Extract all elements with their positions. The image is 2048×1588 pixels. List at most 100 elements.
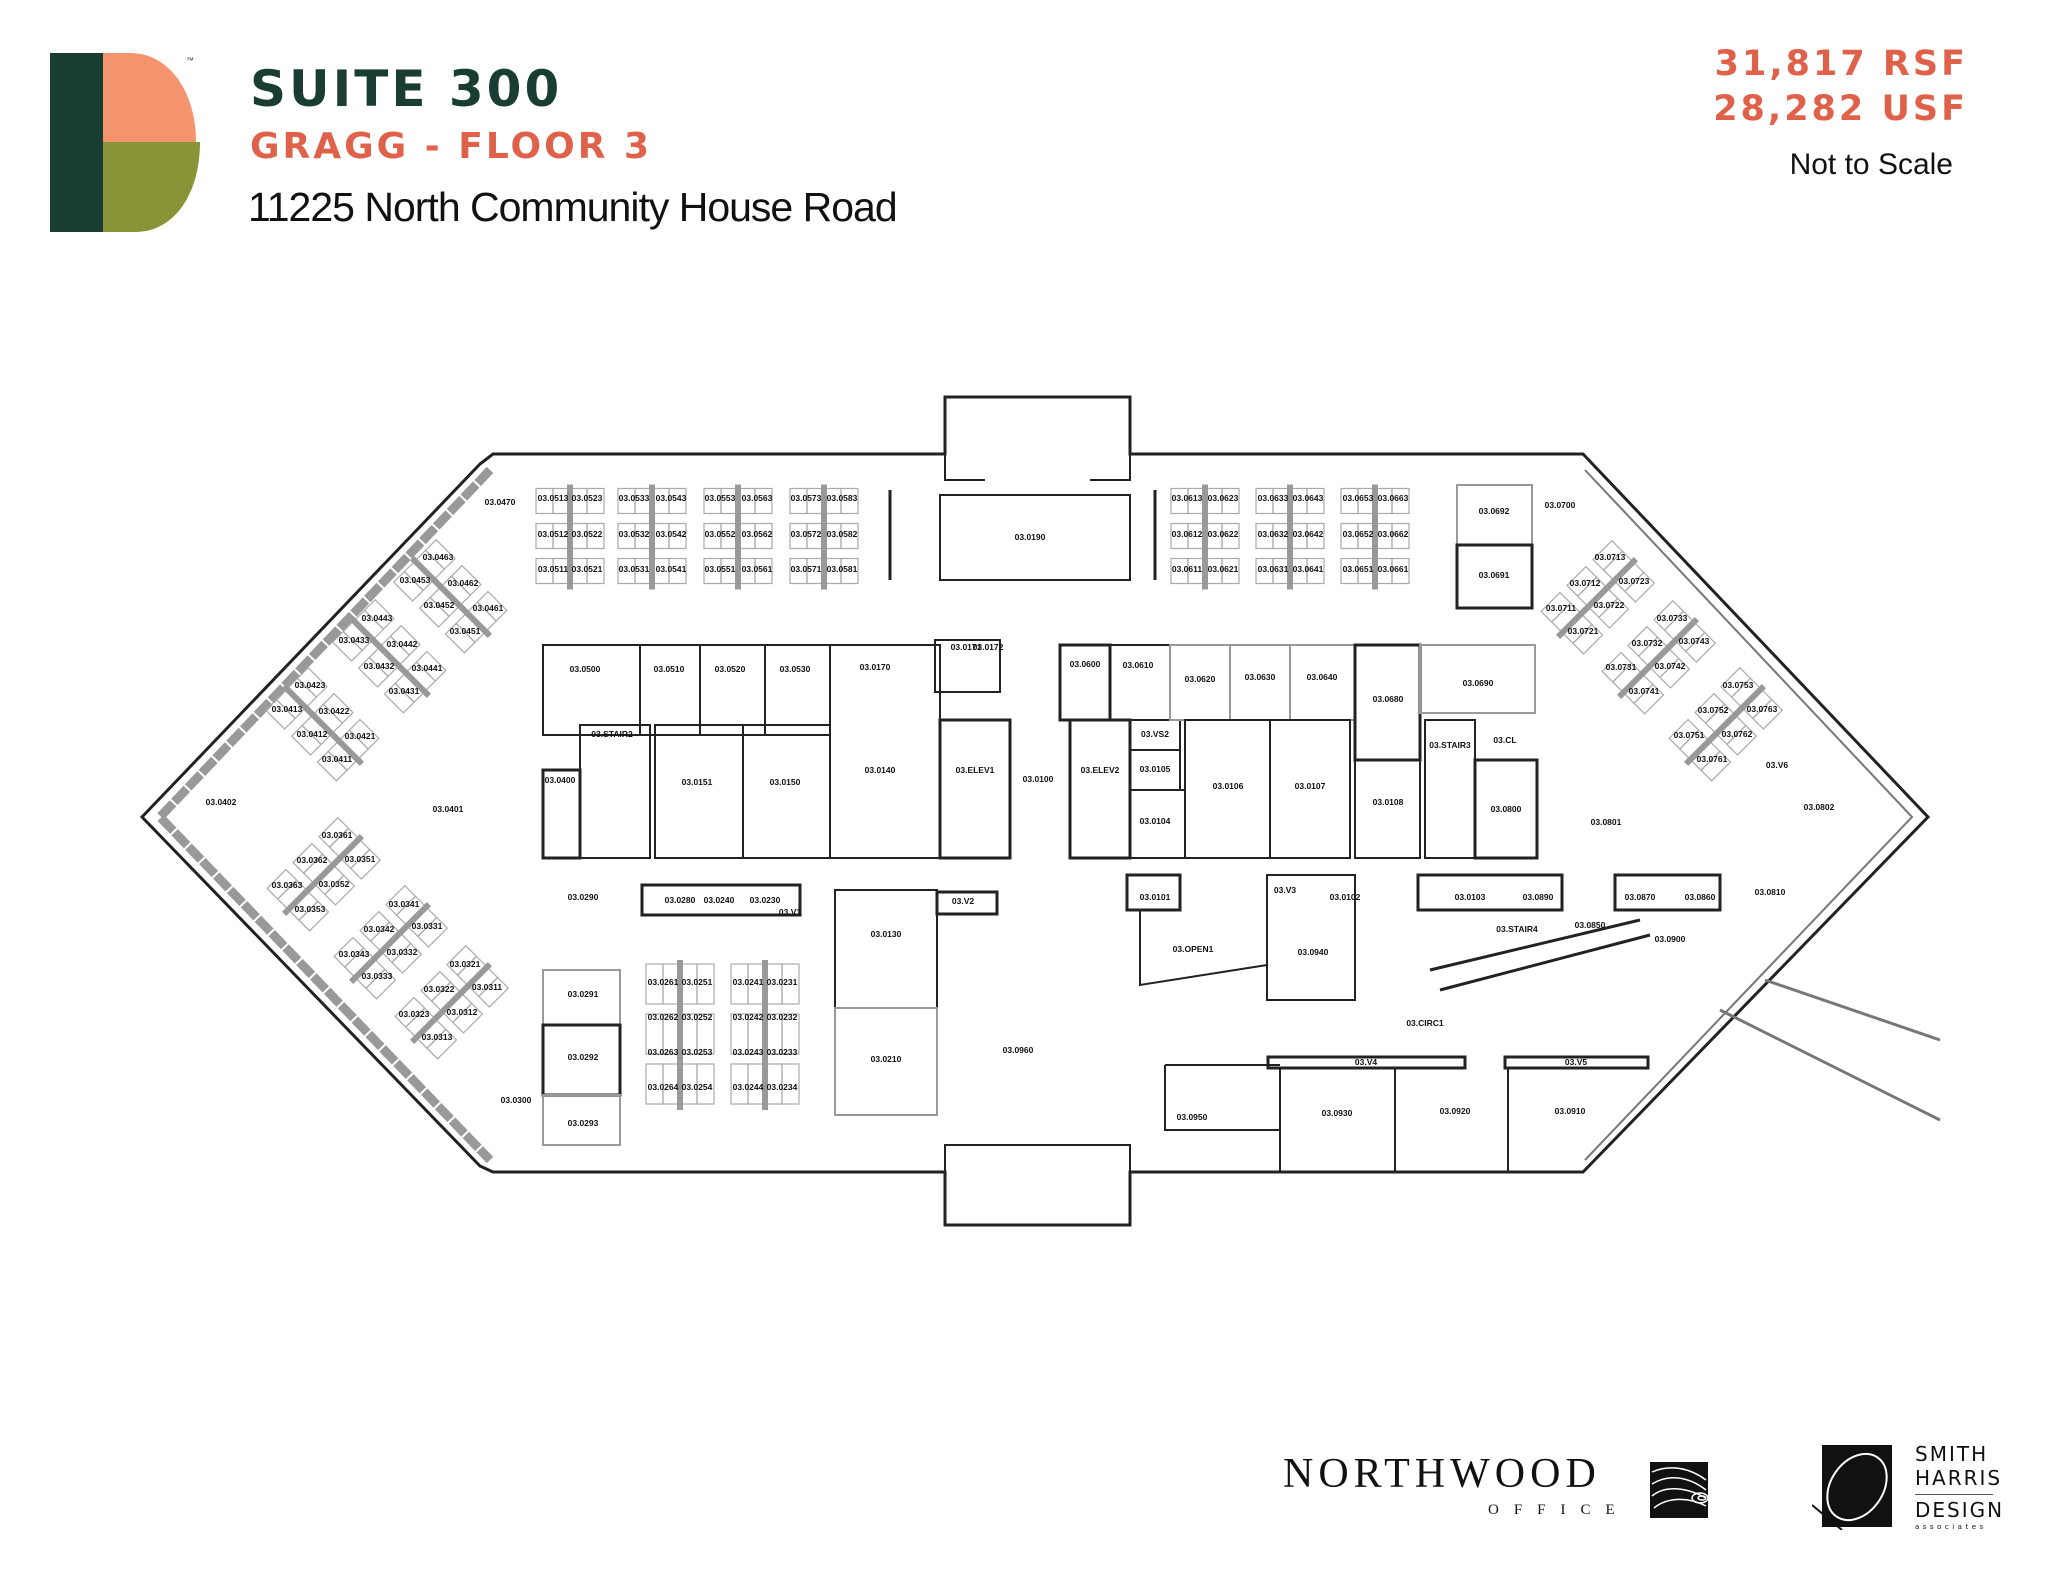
workstation-cluster bbox=[617, 484, 687, 590]
room-label: 03.0810 bbox=[1755, 887, 1786, 897]
room-label: 03.0731 bbox=[1606, 662, 1637, 672]
room-label: 03.0102 bbox=[1330, 892, 1361, 902]
smith-harris-design-mark-icon bbox=[1812, 1445, 1892, 1530]
room-label: 03.0552 bbox=[705, 529, 736, 539]
shd-logo-rule bbox=[1915, 1494, 1993, 1495]
room-label: 03.0442 bbox=[387, 639, 418, 649]
room-label: 03.0230 bbox=[750, 895, 781, 905]
room-label: 03.0451 bbox=[450, 626, 481, 636]
room-label: 03.0313 bbox=[422, 1032, 453, 1042]
room-label: 03.0890 bbox=[1523, 892, 1554, 902]
room-label: 03.0252 bbox=[682, 1012, 713, 1022]
room-label: 03.0443 bbox=[362, 613, 393, 623]
room-label: 03.0622 bbox=[1208, 529, 1239, 539]
room-label: 03.STAIR3 bbox=[1429, 740, 1471, 750]
room-label: 03.0522 bbox=[572, 529, 603, 539]
address: 11225 North Community House Road bbox=[248, 184, 898, 230]
room-label: 03.0761 bbox=[1697, 754, 1728, 764]
room-label: 03.0352 bbox=[319, 879, 350, 889]
shd-logo-harris: HARRIS bbox=[1915, 1466, 2003, 1490]
room-label: 03.0342 bbox=[364, 924, 395, 934]
workstation-cluster bbox=[1540, 539, 1656, 655]
room-label: 03.0633 bbox=[1258, 493, 1289, 503]
room-label: 03.0800 bbox=[1491, 804, 1522, 814]
room-label: 03.0453 bbox=[400, 575, 431, 585]
room-label: 03.0361 bbox=[322, 830, 353, 840]
room-label: 03.0553 bbox=[705, 493, 736, 503]
workstation-cluster bbox=[331, 598, 447, 714]
room-label: 03.VS2 bbox=[1141, 729, 1169, 739]
room-label: 03.0691 bbox=[1479, 570, 1510, 580]
room-label: 03.0190 bbox=[1015, 532, 1046, 542]
room-label: 03.0643 bbox=[1293, 493, 1324, 503]
room-label: 03.0264 bbox=[648, 1082, 679, 1092]
room-label: 03.0600 bbox=[1070, 659, 1101, 669]
shd-logo-smith: SMITH bbox=[1915, 1442, 1989, 1466]
scale-note: Not to Scale bbox=[1789, 148, 1953, 181]
room-label: 03.0400 bbox=[545, 775, 576, 785]
room-label: 03.0870 bbox=[1625, 892, 1656, 902]
room-label: 03.0171 bbox=[951, 642, 982, 652]
room-label: 03.0413 bbox=[272, 704, 303, 714]
workstation-cluster bbox=[645, 960, 715, 1110]
workstation-cluster bbox=[264, 666, 380, 782]
room-label: 03.0623 bbox=[1208, 493, 1239, 503]
room-label: 03.0562 bbox=[742, 529, 773, 539]
room-label: 03.0713 bbox=[1595, 552, 1626, 562]
room-label: 03.0452 bbox=[424, 600, 455, 610]
room-label: 03.0582 bbox=[827, 529, 858, 539]
room-label: 03.0402 bbox=[206, 797, 237, 807]
workstation-cluster bbox=[1340, 484, 1410, 590]
room-label: 03.OPEN1 bbox=[1173, 944, 1214, 954]
room-label: 03.0232 bbox=[767, 1012, 798, 1022]
rentable-square-feet: 31,817 RSF bbox=[1714, 44, 1968, 84]
room-label: 03.0401 bbox=[433, 804, 464, 814]
room-label: 03.0533 bbox=[619, 493, 650, 503]
room-label: 03.0512 bbox=[538, 529, 569, 539]
room-label: 03.0362 bbox=[297, 855, 328, 865]
room-label: 03.0233 bbox=[767, 1047, 798, 1057]
room-label: 03.0461 bbox=[473, 603, 504, 613]
room-label: 03.0751 bbox=[1674, 730, 1705, 740]
room-label: 03.0261 bbox=[648, 977, 679, 987]
room-label: 03.CIRC1 bbox=[1406, 1018, 1444, 1028]
room-label: 03.0140 bbox=[865, 765, 896, 775]
workstation-cluster bbox=[333, 884, 449, 1000]
room-label: 03.0662 bbox=[1378, 529, 1409, 539]
room-label: 03.0561 bbox=[742, 564, 773, 574]
room-label: 03.0254 bbox=[682, 1082, 713, 1092]
workstation-clusters bbox=[264, 484, 1784, 1110]
room-label: 03.0661 bbox=[1378, 564, 1409, 574]
room-label: 03.0463 bbox=[423, 552, 454, 562]
room-label: 03.0723 bbox=[1619, 576, 1650, 586]
room-label: 03.0104 bbox=[1140, 816, 1171, 826]
room-label: 03.0900 bbox=[1655, 934, 1686, 944]
workstation-cluster bbox=[1668, 666, 1784, 782]
room-label: 03.0680 bbox=[1373, 694, 1404, 704]
room-label: 03.0433 bbox=[339, 635, 370, 645]
room-label: 03.0432 bbox=[364, 661, 395, 671]
room-label: 03.0573 bbox=[791, 493, 822, 503]
room-label: 03.0333 bbox=[362, 971, 393, 981]
room-label: 03.0240 bbox=[704, 895, 735, 905]
room-label: 03.0253 bbox=[682, 1047, 713, 1057]
rooms-walls bbox=[541, 484, 1722, 1172]
room-label: 03.V3 bbox=[1274, 885, 1296, 895]
room-label: 03.0311 bbox=[472, 982, 503, 992]
room-label: 03.0105 bbox=[1140, 764, 1171, 774]
room-label: 03.0722 bbox=[1594, 600, 1625, 610]
room-label: 03.0242 bbox=[733, 1012, 764, 1022]
room-label: 03.0353 bbox=[295, 904, 326, 914]
room-label: 03.0322 bbox=[424, 984, 455, 994]
room-label: 03.0542 bbox=[656, 529, 687, 539]
room-label: 03.0950 bbox=[1177, 1112, 1208, 1122]
room-label: 03.0641 bbox=[1293, 564, 1324, 574]
room-label: 03.0130 bbox=[871, 929, 902, 939]
room-label: 03.0743 bbox=[1679, 636, 1710, 646]
room-label: 03.0612 bbox=[1172, 529, 1203, 539]
room-label: 03.0711 bbox=[1546, 603, 1577, 613]
room-label: 03.0513 bbox=[538, 493, 569, 503]
room-label: 03.0291 bbox=[568, 989, 599, 999]
room-label: 03.0630 bbox=[1245, 672, 1276, 682]
room-label: 03.0541 bbox=[656, 564, 687, 574]
